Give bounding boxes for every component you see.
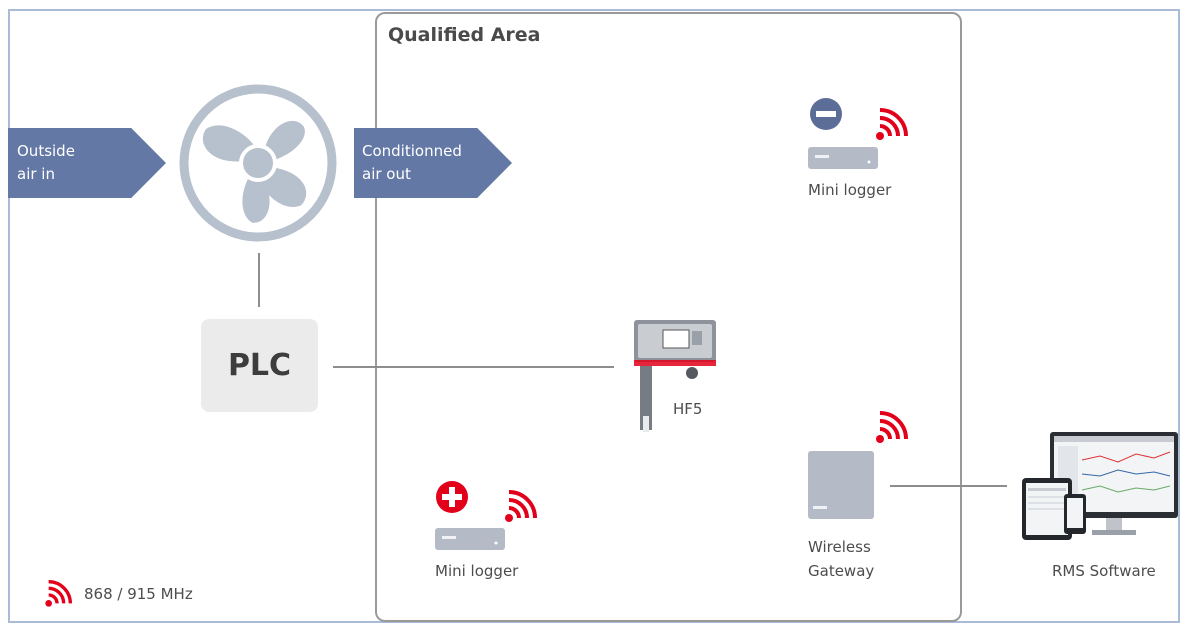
outside-air-arrow: Outside air in	[8, 128, 166, 198]
gateway-label-line1: Wireless	[808, 538, 871, 556]
legend-frequency-label: 868 / 915 MHz	[84, 585, 193, 603]
mini-logger-icon-top	[808, 147, 878, 169]
plus-badge-icon	[436, 481, 468, 513]
gateway-label: Wireless Gateway	[808, 535, 874, 583]
outside-air-label-line2: air in	[17, 165, 55, 183]
wireless-gateway-icon	[808, 451, 874, 519]
conditioned-air-label-line2: air out	[362, 165, 411, 183]
mini-logger-top-label: Mini logger	[808, 181, 892, 199]
qualified-area-title: Qualified Area	[388, 24, 541, 46]
wireless-signal-icon-bottom-logger	[505, 490, 537, 522]
gateway-label-line2: Gateway	[808, 562, 875, 580]
plc-hf5-connector	[333, 366, 614, 368]
rms-software-label: RMS Software	[1052, 562, 1156, 580]
hf5-transmitter-icon	[634, 320, 716, 432]
outside-air-label-line1: Outside	[17, 142, 75, 160]
qualified-area-box	[375, 12, 962, 622]
outer-frame	[8, 9, 1180, 623]
plc-label: PLC	[227, 348, 292, 383]
wireless-signal-icon-top-logger	[876, 108, 908, 140]
conditioned-air-label-line1: Conditionned	[362, 142, 462, 160]
plc-box: PLC	[201, 319, 318, 412]
hf5-label: HF5	[673, 400, 703, 418]
wireless-signal-icon-legend	[45, 580, 72, 607]
mini-logger-bottom-label: Mini logger	[435, 562, 519, 580]
fan-plc-connector	[258, 253, 260, 307]
conditioned-air-arrow: Conditionned air out	[354, 128, 512, 198]
mini-logger-icon-bottom	[435, 528, 505, 550]
fan-icon	[179, 84, 337, 242]
gateway-rms-connector	[890, 485, 1007, 487]
minus-badge-icon	[810, 98, 842, 130]
wireless-signal-icon-gateway	[876, 411, 908, 443]
rms-devices-icon	[1022, 432, 1178, 540]
